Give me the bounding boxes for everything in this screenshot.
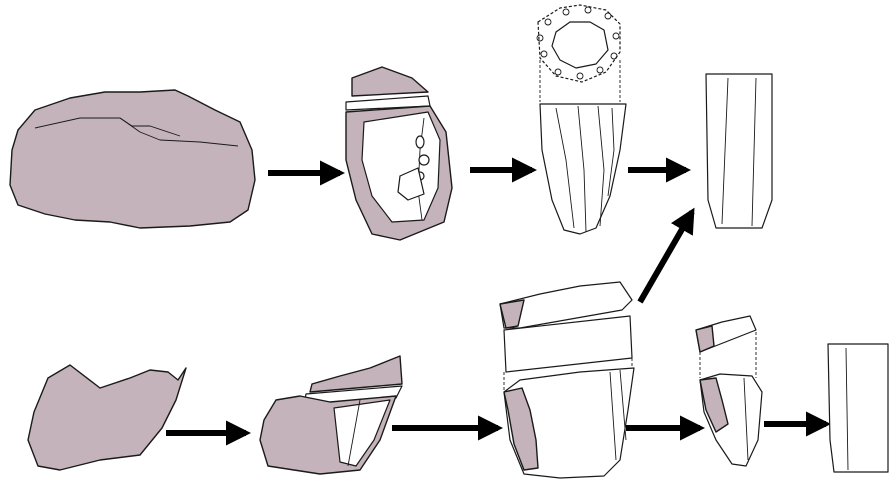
bottom-preform xyxy=(260,356,402,474)
arrow-icon xyxy=(640,212,692,302)
bottom-flake xyxy=(28,365,186,470)
bottom-small-core xyxy=(696,316,762,466)
top-preform xyxy=(346,67,452,240)
bottom-core xyxy=(500,282,634,478)
bottom-tablet xyxy=(828,344,888,472)
top-nodule xyxy=(10,90,255,228)
top-core xyxy=(537,5,626,234)
top-tablet xyxy=(706,74,772,228)
